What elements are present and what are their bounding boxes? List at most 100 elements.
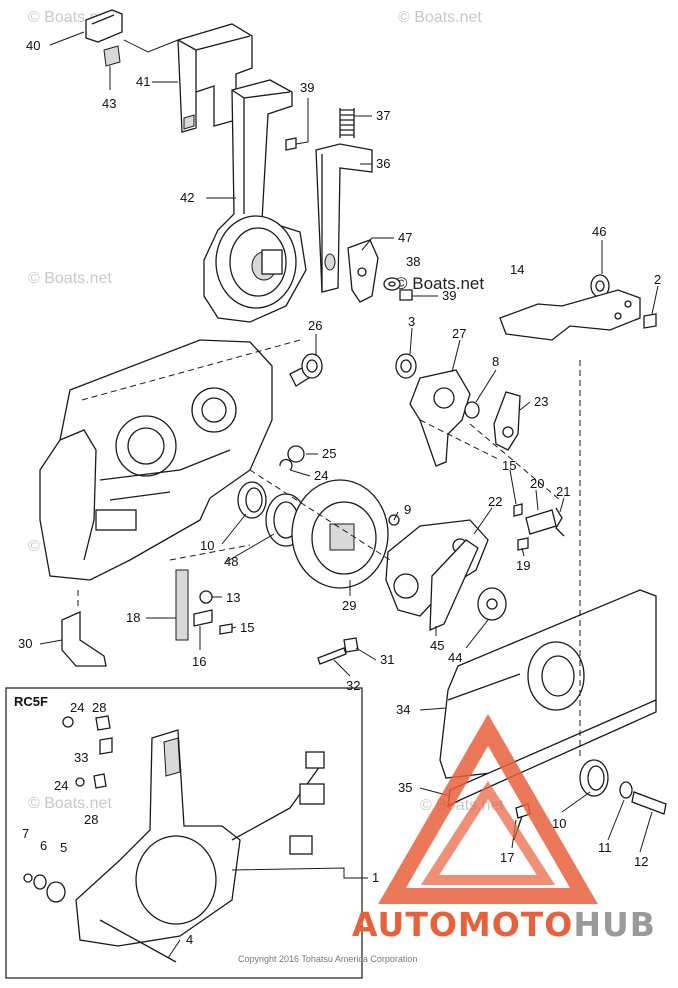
callout-3: 3	[408, 314, 415, 329]
inset-part-33	[99, 737, 113, 755]
part-32-bolt	[317, 647, 347, 665]
watermark-center: © Boats.net	[395, 274, 484, 293]
callout-15-lower: 15	[240, 620, 254, 635]
inset-wire-harness	[231, 765, 321, 841]
callout-36: 36	[376, 156, 390, 171]
part-20-plate	[525, 509, 557, 535]
callout-40: 40	[26, 38, 40, 53]
logo-triangle-inner	[420, 780, 556, 885]
inset-remote-control-body	[75, 729, 241, 947]
callout-39: 39	[442, 288, 456, 303]
part-43-clip	[103, 45, 121, 67]
assembly-lines	[77, 339, 581, 760]
callout-22: 22	[488, 494, 502, 509]
part-10-bushing-upper	[237, 481, 267, 519]
callout-8: 8	[492, 354, 499, 369]
watermark-inset: © Boats.net	[28, 795, 112, 812]
inset-part-5	[46, 881, 66, 903]
callout-30: 30	[18, 636, 32, 651]
callout-29: 29	[342, 598, 356, 613]
callout-43: 43	[102, 96, 116, 111]
callout-23: 23	[534, 394, 548, 409]
leader-lines	[39, 31, 659, 959]
automotohub-logo: AUTOMOTOHUB	[352, 714, 656, 944]
part-25-washer	[287, 445, 305, 463]
part-45-lever	[429, 539, 479, 632]
callout-inset-28: 28	[92, 700, 106, 715]
inset-part-28-lower	[93, 773, 107, 789]
part-29-gear-disk	[291, 479, 389, 589]
part-13-ball	[199, 590, 213, 604]
part-26-shaft	[289, 353, 323, 387]
callout-48: 48	[224, 554, 238, 569]
part-23-cam	[493, 391, 521, 451]
part-14-lever-arm	[499, 289, 641, 341]
logo-triangle-outer	[378, 714, 598, 904]
part-15-screw-lower	[219, 623, 233, 635]
callout-20: 20	[530, 476, 544, 491]
part-42-lever	[203, 79, 307, 323]
callout-1: 1	[372, 870, 379, 885]
callout-17: 17	[500, 850, 514, 865]
inset-lever-grip	[163, 737, 181, 777]
part-31-nut	[343, 637, 359, 653]
main-housing	[39, 339, 273, 581]
inset-rc5f: RC5F	[5, 687, 363, 979]
part-3-bushing	[395, 353, 417, 379]
inset-part-24	[62, 716, 74, 728]
callout-2: 2	[654, 272, 661, 287]
callout-19: 19	[516, 558, 530, 573]
callout-38: 38	[406, 254, 420, 269]
callout-18: 18	[126, 610, 140, 625]
logo-text-moto: MOTO	[458, 905, 573, 944]
callout-25: 25	[322, 446, 336, 461]
part-37-spring	[339, 108, 355, 138]
callout-31: 31	[380, 652, 394, 667]
callout-10-lower: 10	[552, 816, 566, 831]
copyright-text: Copyright 2016 Tohatsu America Corporati…	[238, 954, 417, 964]
inset-part-7	[23, 873, 33, 883]
callout-34: 34	[396, 702, 410, 717]
part-8-washer	[464, 401, 480, 419]
logo-text-auto: AUTO	[352, 905, 458, 944]
inset-connector-mid	[299, 783, 325, 805]
part-12-bolt	[631, 791, 667, 815]
callout-inset-6: 6	[40, 838, 47, 853]
callout-12: 12	[634, 854, 648, 869]
callout-26: 26	[308, 318, 322, 333]
callout-inset-28-lower: 28	[84, 812, 98, 827]
callout-inset-5: 5	[60, 840, 67, 855]
callout-16: 16	[192, 654, 206, 669]
callout-32: 32	[346, 678, 360, 693]
callout-inset-4: 4	[186, 932, 193, 947]
callout-46: 46	[592, 224, 606, 239]
part-11-washer	[619, 781, 633, 799]
part-10-bushing-lower	[579, 759, 609, 797]
callout-labels: 40 43 41 39 37 36 42 47 38 39 14 46 2 26…	[18, 38, 661, 947]
callout-10-upper: 10	[200, 538, 214, 553]
callout-35: 35	[398, 780, 412, 795]
callout-37: 37	[376, 108, 390, 123]
callout-41: 41	[136, 74, 150, 89]
callout-13: 13	[226, 590, 240, 605]
callout-14: 14	[510, 262, 524, 277]
inset-part-28	[95, 715, 111, 731]
callout-24: 24	[314, 468, 328, 483]
inset-part-4-bolt	[99, 919, 177, 963]
callout-inset-24-lower: 24	[54, 778, 68, 793]
callout-9: 9	[404, 502, 411, 517]
callout-27: 27	[452, 326, 466, 341]
callout-inset-33: 33	[74, 750, 88, 765]
callout-21: 21	[556, 484, 570, 499]
part-39-screw	[399, 289, 413, 301]
watermark-mid-left: © Boats.net	[28, 270, 112, 287]
logo-text-hub: HUB	[573, 905, 656, 944]
inset-connector-top	[305, 751, 325, 769]
callout-47: 47	[398, 230, 412, 245]
inset-hub	[135, 835, 217, 925]
part-24-ring	[279, 458, 293, 471]
part-40-clip	[85, 9, 123, 43]
part-38-washer	[383, 277, 401, 291]
callout-42: 42	[180, 190, 194, 205]
